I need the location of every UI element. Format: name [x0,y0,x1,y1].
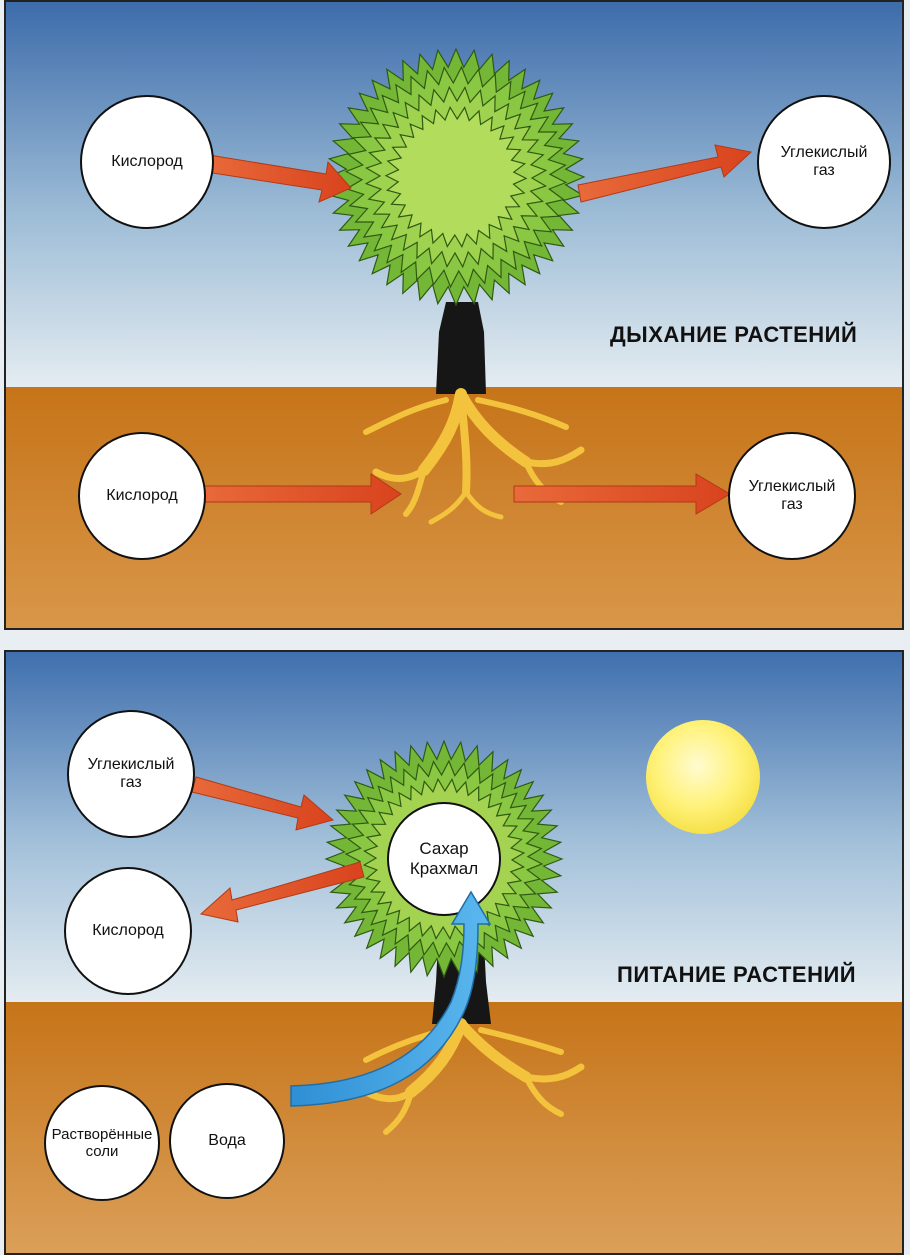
crown-layer [384,105,528,249]
co2-label-top: Углекислый газ [780,143,868,179]
nutrition-title: ПИТАНИЕ РАСТЕНИЙ [617,962,857,987]
co2-circle-bottom [728,432,856,560]
nutrition-diagram [6,652,902,1253]
sugar-starch-circle [387,802,501,916]
sugar-starch-label: Сахар Крахмал [409,839,479,878]
arrow-co2-out [577,144,753,203]
oxygen-label: Кислород [92,921,164,939]
water-circle [169,1083,285,1199]
co2-circle [67,710,195,838]
sun [646,720,760,834]
water-label: Вода [208,1131,246,1149]
respiration-diagram [6,2,902,628]
arrow-co2-in [191,776,335,831]
nutrition-panel: Углекислый газ Кислород Сахар Крахмал Ра… [4,650,904,1255]
oxygen-circle-top [80,95,214,229]
oxygen-label-bottom: Кислород [106,486,178,504]
tree-roots [363,388,585,525]
oxygen-label-top: Кислород [111,152,183,170]
co2-circle-top [757,95,891,229]
co2-label-bottom: Углекислый газ [748,477,836,513]
arrow-roots-oxygen-in [198,473,402,515]
oxygen-circle-bottom [78,432,206,560]
tree-roots [362,1018,585,1135]
tree-trunk [436,302,486,394]
co2-label: Углекислый газ [87,755,175,791]
salts-circle [44,1085,160,1201]
tree-crown [326,47,586,307]
oxygen-circle [64,867,192,995]
salts-label: Растворённые соли [51,1125,153,1160]
arrow-water-up [290,890,492,1107]
respiration-panel: Кислород Углекислый газ Кислород Углекис… [4,0,904,630]
arrow-roots-co2-out [513,473,731,515]
arrow-oxygen-in [205,154,352,203]
arrow-oxygen-out [199,861,365,923]
respiration-title: ДЫХАНИЕ РАСТЕНИЙ [610,322,858,347]
